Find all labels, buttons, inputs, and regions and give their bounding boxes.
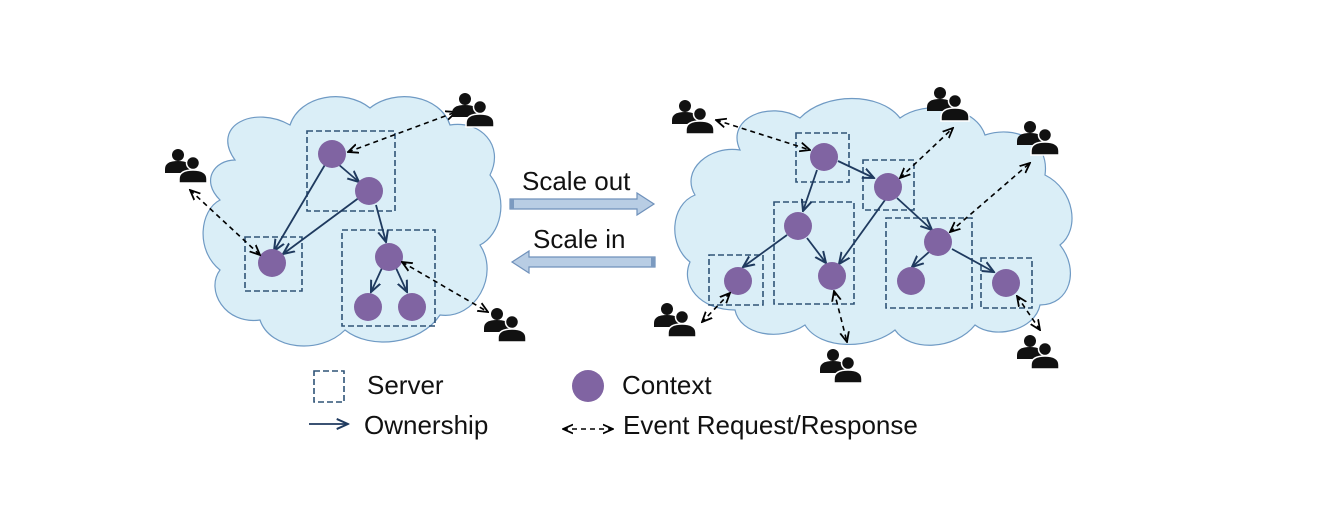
- context-node: [874, 173, 902, 201]
- user-pair-icon: [671, 99, 715, 135]
- user-pair-icon: [483, 307, 527, 343]
- ownership-edge: [743, 234, 788, 267]
- scale-in-arrow: [510, 249, 656, 275]
- ownership-edge: [375, 204, 386, 242]
- server-box: [306, 130, 396, 212]
- context-node: [818, 262, 846, 290]
- legend-server-label: Server: [367, 370, 444, 400]
- server-box: [244, 236, 303, 292]
- ownership-edge: [839, 199, 886, 264]
- ownership-edge: [803, 169, 818, 211]
- legend-context-swatch: [572, 370, 604, 402]
- server-box: [885, 217, 973, 309]
- left-cloud-group: [164, 92, 527, 347]
- event-link: [348, 112, 456, 152]
- user-pair-icon: [653, 302, 697, 338]
- context-node: [258, 249, 286, 277]
- context-node: [354, 293, 382, 321]
- context-node: [924, 228, 952, 256]
- event-link: [1017, 296, 1040, 330]
- left-cloud: [202, 96, 502, 347]
- user-pair-icon: [819, 348, 863, 384]
- event-link: [900, 128, 953, 178]
- event-link: [402, 262, 488, 312]
- user-pair-icon: [451, 92, 495, 128]
- scale-out-label: Scale out: [522, 166, 631, 196]
- server-box: [795, 132, 850, 183]
- context-node: [810, 143, 838, 171]
- ownership-edge: [274, 162, 327, 251]
- context-node: [992, 269, 1020, 297]
- server-box: [708, 254, 764, 306]
- legend: Server Context Ownership Event Request/R…: [309, 370, 918, 440]
- legend-server-swatch: [313, 370, 345, 403]
- ownership-edge: [806, 237, 826, 263]
- legend-ownership-label: Ownership: [364, 410, 488, 440]
- user-pair-icon: [164, 148, 208, 184]
- context-node: [375, 243, 403, 271]
- scale-in-label: Scale in: [533, 224, 626, 254]
- ownership-edge: [283, 196, 361, 254]
- event-link: [716, 120, 810, 150]
- context-node: [355, 177, 383, 205]
- server-box: [862, 159, 915, 211]
- event-link: [190, 190, 260, 255]
- event-link: [702, 293, 730, 322]
- context-node: [724, 267, 752, 295]
- ownership-edge: [896, 197, 932, 230]
- context-node: [784, 212, 812, 240]
- legend-event-label: Event Request/Response: [623, 410, 918, 440]
- right-cloud-group: [653, 86, 1073, 384]
- ownership-edge: [912, 251, 930, 267]
- server-box: [773, 201, 855, 305]
- ownership-edge: [837, 160, 874, 178]
- legend-context-label: Context: [622, 370, 712, 400]
- server-box: [980, 257, 1033, 309]
- user-pair-icon: [1016, 334, 1060, 370]
- context-node: [897, 267, 925, 295]
- ownership-edge: [371, 267, 383, 292]
- scale-out-arrow: [509, 191, 656, 217]
- ownership-edge: [337, 163, 359, 182]
- context-node: [318, 140, 346, 168]
- ownership-edge: [951, 248, 994, 272]
- context-node: [398, 293, 426, 321]
